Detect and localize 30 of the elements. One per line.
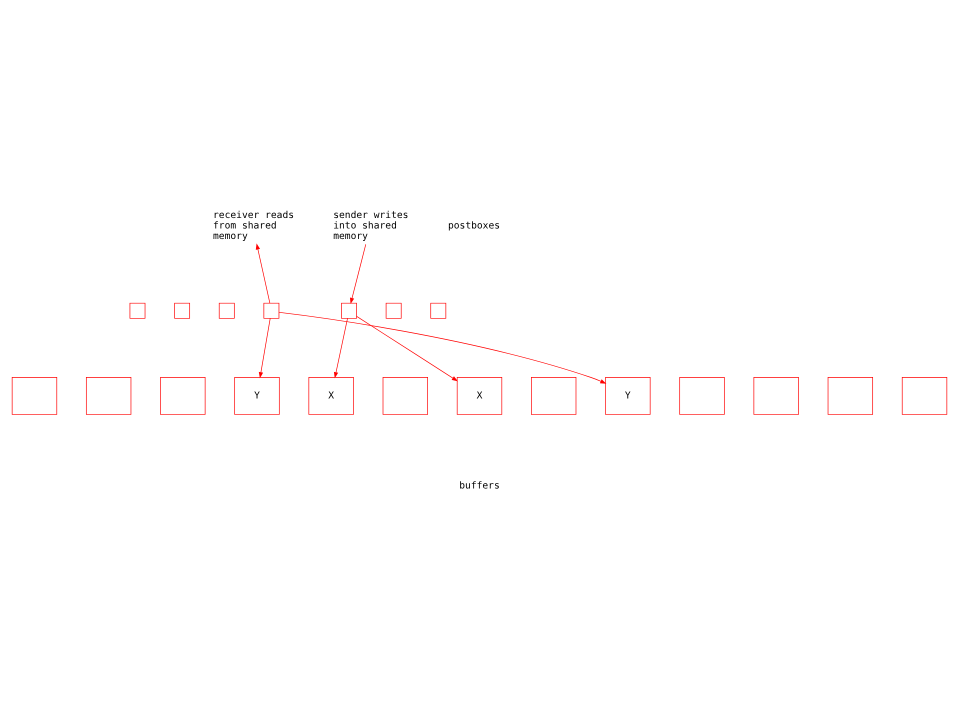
node-box [382,377,428,415]
node-box [531,377,576,415]
arrow [258,318,271,378]
label: postboxes [448,220,500,232]
node-box [341,302,357,319]
node-box [218,302,235,319]
node-box: Y [234,377,280,415]
node-box: X [456,377,502,415]
node-box [679,377,725,415]
arrow [256,243,270,304]
arrow [350,244,366,304]
node-box [902,377,948,415]
node-text: receiver reads from shared memory [213,210,294,242]
node-box [828,377,874,415]
node-box [754,377,799,415]
node-box [160,377,206,415]
node-box [430,302,446,319]
arrow [334,318,348,378]
label: buffers [459,480,500,492]
node-box [12,377,58,415]
arrow [356,316,458,382]
node-box: X [308,377,354,415]
node-box [86,377,132,415]
node-box [386,302,402,319]
node-box [264,302,280,319]
node-box [174,302,190,319]
node-text: sender writes into shared memory [333,210,408,242]
arrow [278,312,606,384]
node-box [130,302,146,319]
node-box: Y [605,377,650,415]
